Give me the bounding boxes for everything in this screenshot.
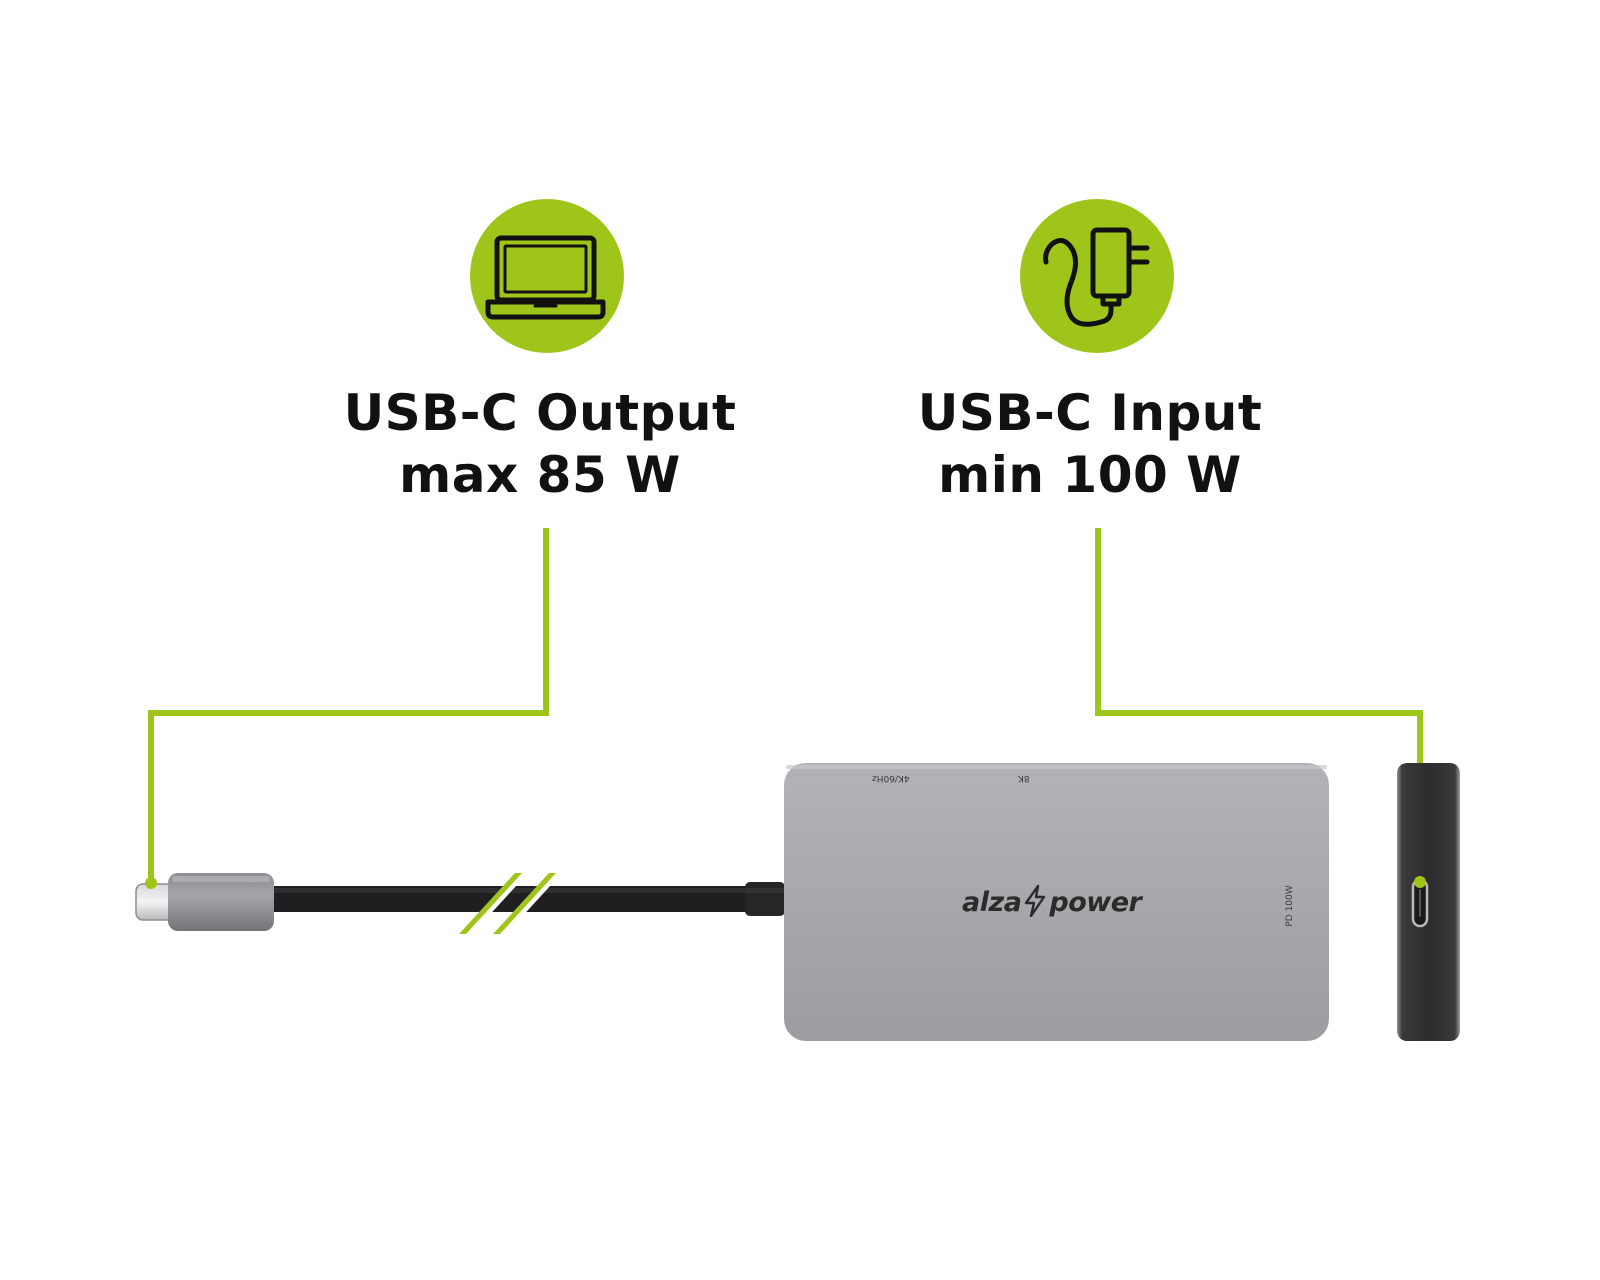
- output-callout-title: USB-C Output max 85 W: [280, 382, 800, 506]
- hub-side-view: [1397, 763, 1460, 1041]
- output-leader-line: [148, 528, 549, 883]
- port-label-4k: 4K/60Hz: [872, 773, 910, 783]
- output-icon-circle: [470, 199, 624, 353]
- port-label-8k: 8K: [1018, 773, 1030, 783]
- cable-strain-relief: [745, 882, 785, 916]
- power-adapter-icon: [1043, 227, 1150, 327]
- input-callout-line1: USB-C Input: [917, 384, 1263, 442]
- input-icon-circle: [1020, 199, 1174, 353]
- laptop-icon: [485, 235, 606, 320]
- output-callout-line2: max 85 W: [399, 446, 681, 504]
- cable-break-mark: [459, 873, 562, 934]
- port-label-pd: PD 100W: [1285, 885, 1295, 927]
- output-icon-badge: [470, 199, 624, 353]
- input-callout-title: USB-C Input min 100 W: [830, 382, 1350, 506]
- lightning-bolt-icon: [1025, 885, 1046, 917]
- input-leader-dot: [1414, 876, 1426, 888]
- hub-body: [784, 763, 1329, 1041]
- output-leader-dot: [145, 877, 157, 889]
- brand-logo-right: power: [1049, 887, 1142, 918]
- usb-c-cable: [135, 873, 788, 934]
- input-callout-line2: min 100 W: [938, 446, 1242, 504]
- brand-logo: alza power: [962, 885, 1142, 918]
- usb-c-plug-body: [168, 873, 274, 931]
- output-callout-line1: USB-C Output: [343, 384, 737, 442]
- input-icon-badge: [1020, 199, 1174, 353]
- brand-logo-left: alza: [962, 887, 1022, 918]
